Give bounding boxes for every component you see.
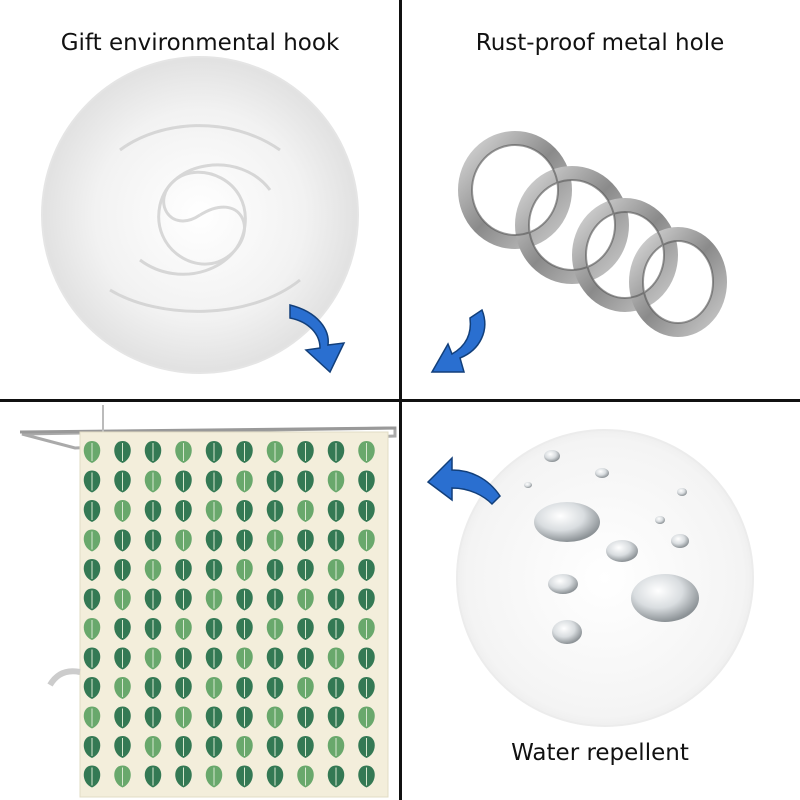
water-circle [456, 429, 754, 727]
ring-4 [629, 227, 727, 337]
droplet [671, 534, 689, 548]
droplet [548, 574, 578, 594]
droplet [544, 450, 560, 462]
water-illustration [426, 429, 754, 727]
droplet [606, 540, 638, 562]
caption-hook: Gift environmental hook [60, 30, 340, 56]
droplet [655, 516, 665, 524]
arrow-down-right-icon [289, 304, 346, 374]
droplet [595, 468, 609, 478]
droplet [534, 502, 600, 542]
droplet [631, 574, 699, 622]
fabric-illustration [41, 56, 359, 374]
caption-water-repellent: Water repellent [511, 740, 689, 766]
leaf-pattern [83, 441, 375, 788]
water-panel [400, 400, 800, 800]
caption-metal-hole: Rust-proof metal hole [475, 30, 725, 56]
ring-3 [572, 198, 678, 312]
water-droplets [524, 450, 699, 644]
ring-2 [515, 166, 629, 284]
rings-illustration [430, 131, 727, 373]
ring-1 [458, 131, 572, 249]
fabric-panel [0, 0, 400, 400]
droplet [524, 482, 532, 488]
droplet [552, 620, 582, 644]
fabric-folds [109, 124, 301, 313]
arrow-left-icon [426, 456, 501, 506]
arrow-down-left-icon [430, 308, 486, 373]
metal-rings [458, 131, 727, 337]
vertical-divider [399, 0, 402, 800]
rings-panel [400, 0, 800, 400]
droplet [677, 488, 687, 496]
curtain-panel [0, 400, 400, 800]
curtain-illustration [19, 405, 397, 798]
